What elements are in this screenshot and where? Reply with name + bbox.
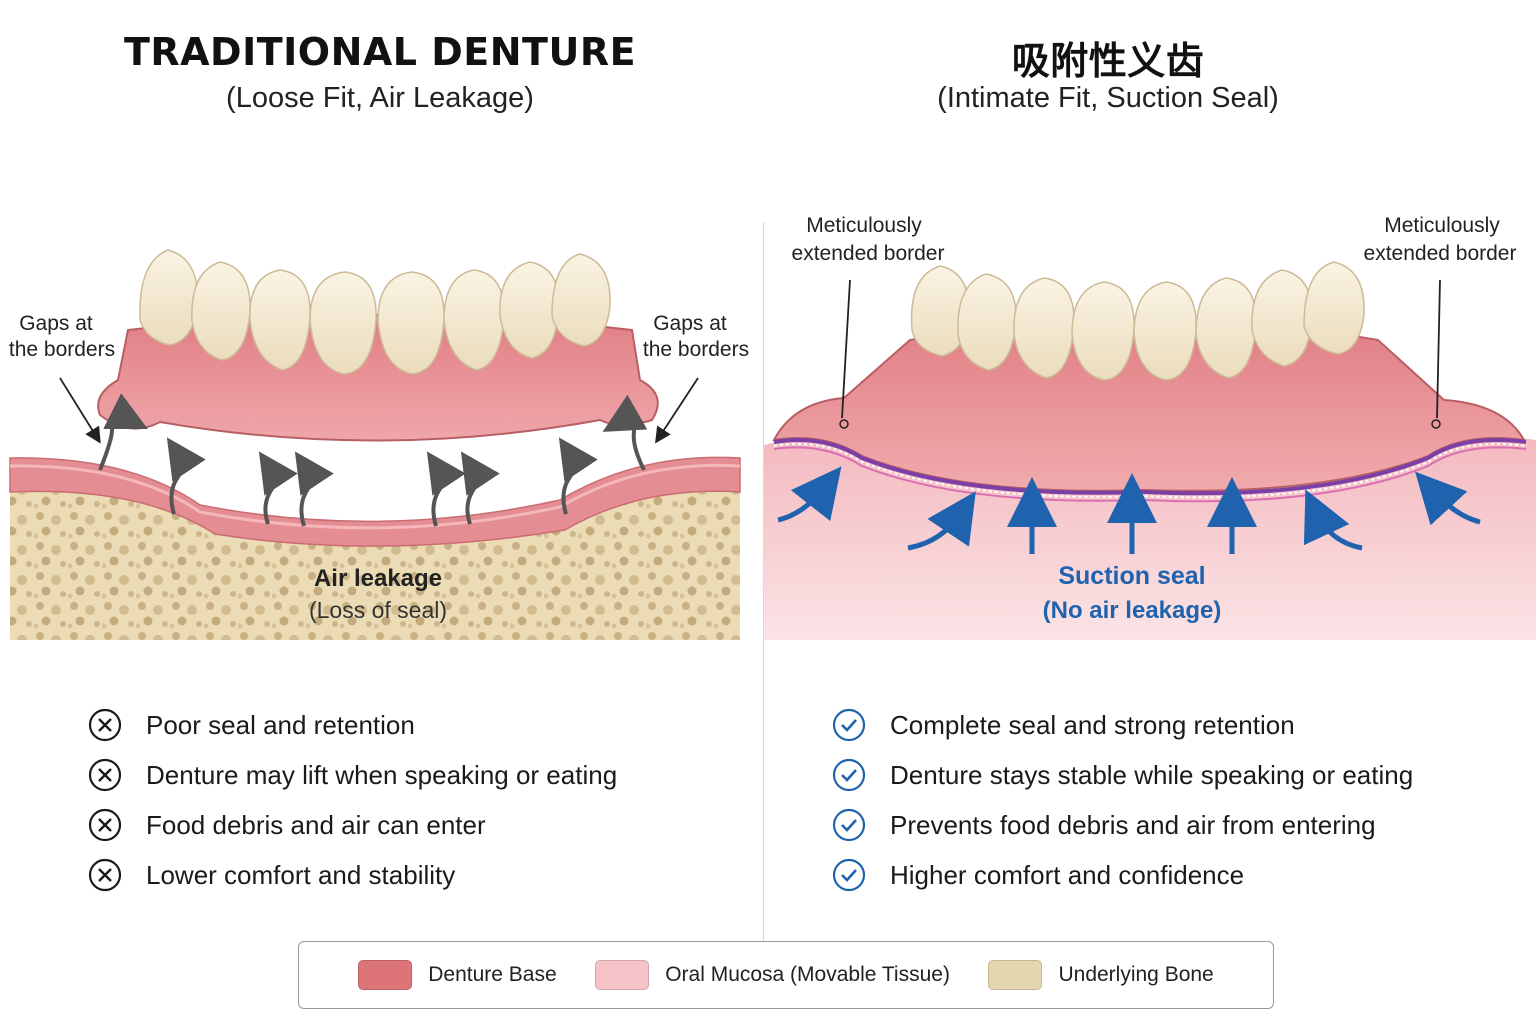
list-item-text: Denture stays stable while speaking or e… [890, 759, 1414, 790]
legend-swatch [988, 960, 1043, 990]
right-border-label-line2: extended border [1364, 242, 1517, 265]
suction-benefits-list: Complete seal and strong retention Dentu… [832, 700, 1413, 900]
left-border-label-line2: extended border [792, 242, 945, 265]
check-circle-icon [832, 708, 866, 742]
check-circle-icon [832, 858, 866, 892]
list-item-text: Complete seal and strong retention [890, 709, 1295, 740]
left-gap-label-line2: the borders [9, 338, 115, 361]
list-item: Lower comfort and stability [88, 850, 617, 900]
traditional-drawbacks-list: Poor seal and retention Denture may lift… [88, 700, 617, 900]
mucosa-tissue [764, 436, 1536, 640]
left-title: TRADITIONAL DENTURE [123, 30, 637, 74]
panel-divider [763, 222, 764, 942]
suction-seal-sublabel: (No air leakage) [1043, 597, 1222, 624]
suction-seal-label: Suction seal [1058, 562, 1205, 590]
check-circle-icon [832, 808, 866, 842]
list-item: Food debris and air can enter [88, 800, 617, 850]
legend-label: Denture Base [428, 963, 557, 986]
air-leakage-label: Air leakage [314, 565, 442, 592]
list-item: Denture may lift when speaking or eating [88, 750, 617, 800]
list-item-text: Lower comfort and stability [146, 859, 456, 890]
right-border-label-line1: Meticulously [1384, 214, 1500, 237]
legend-label: Oral Mucosa (Movable Tissue) [665, 963, 950, 986]
legend-item-denture-base: Denture Base [358, 960, 557, 990]
list-item-text: Food debris and air can enter [146, 809, 486, 840]
left-border-label-line1: Meticulously [806, 214, 922, 237]
list-item-text: Higher comfort and confidence [890, 859, 1245, 890]
legend-swatch [358, 960, 413, 990]
list-item: Poor seal and retention [88, 700, 617, 750]
legend-swatch [595, 960, 650, 990]
suction-arrows [777, 466, 1481, 554]
x-circle-icon [88, 708, 122, 742]
list-item: Complete seal and strong retention [832, 700, 1413, 750]
right-gap-label-line2: the borders [643, 338, 749, 361]
legend-item-oral-mucosa: Oral Mucosa (Movable Tissue) [595, 960, 950, 990]
check-circle-icon [832, 758, 866, 792]
denture-teeth [910, 261, 1365, 381]
air-leak-arrows [98, 393, 648, 527]
x-circle-icon [88, 858, 122, 892]
list-item-text: Poor seal and retention [146, 709, 415, 740]
right-gap-label-line1: Gaps at [653, 312, 727, 335]
list-item: Higher comfort and confidence [832, 850, 1413, 900]
legend: Denture Base Oral Mucosa (Movable Tissue… [298, 941, 1274, 1009]
list-item-text: Prevents food debris and air from enteri… [890, 809, 1376, 840]
list-item: Prevents food debris and air from enteri… [832, 800, 1413, 850]
left-subtitle: (Loose Fit, Air Leakage) [226, 82, 534, 114]
right-title: 吸附性义齿 [1011, 39, 1205, 83]
right-subtitle: (Intimate Fit, Suction Seal) [937, 82, 1279, 114]
suction-denture-diagram: Meticulously extended border Meticulousl… [764, 214, 1536, 640]
air-leakage-sublabel: (Loss of seal) [309, 597, 447, 623]
x-circle-icon [88, 758, 122, 792]
traditional-denture-diagram: Gaps at the borders Gaps at the borders … [9, 249, 749, 640]
left-gap-label-line1: Gaps at [19, 312, 93, 335]
legend-label: Underlying Bone [1058, 963, 1214, 986]
denture-teeth [139, 249, 611, 375]
mucosa-layer [9, 456, 741, 547]
x-circle-icon [88, 808, 122, 842]
list-item-text: Denture may lift when speaking or eating [146, 759, 618, 790]
legend-item-underlying-bone: Underlying Bone [988, 960, 1214, 990]
list-item: Denture stays stable while speaking or e… [832, 750, 1413, 800]
